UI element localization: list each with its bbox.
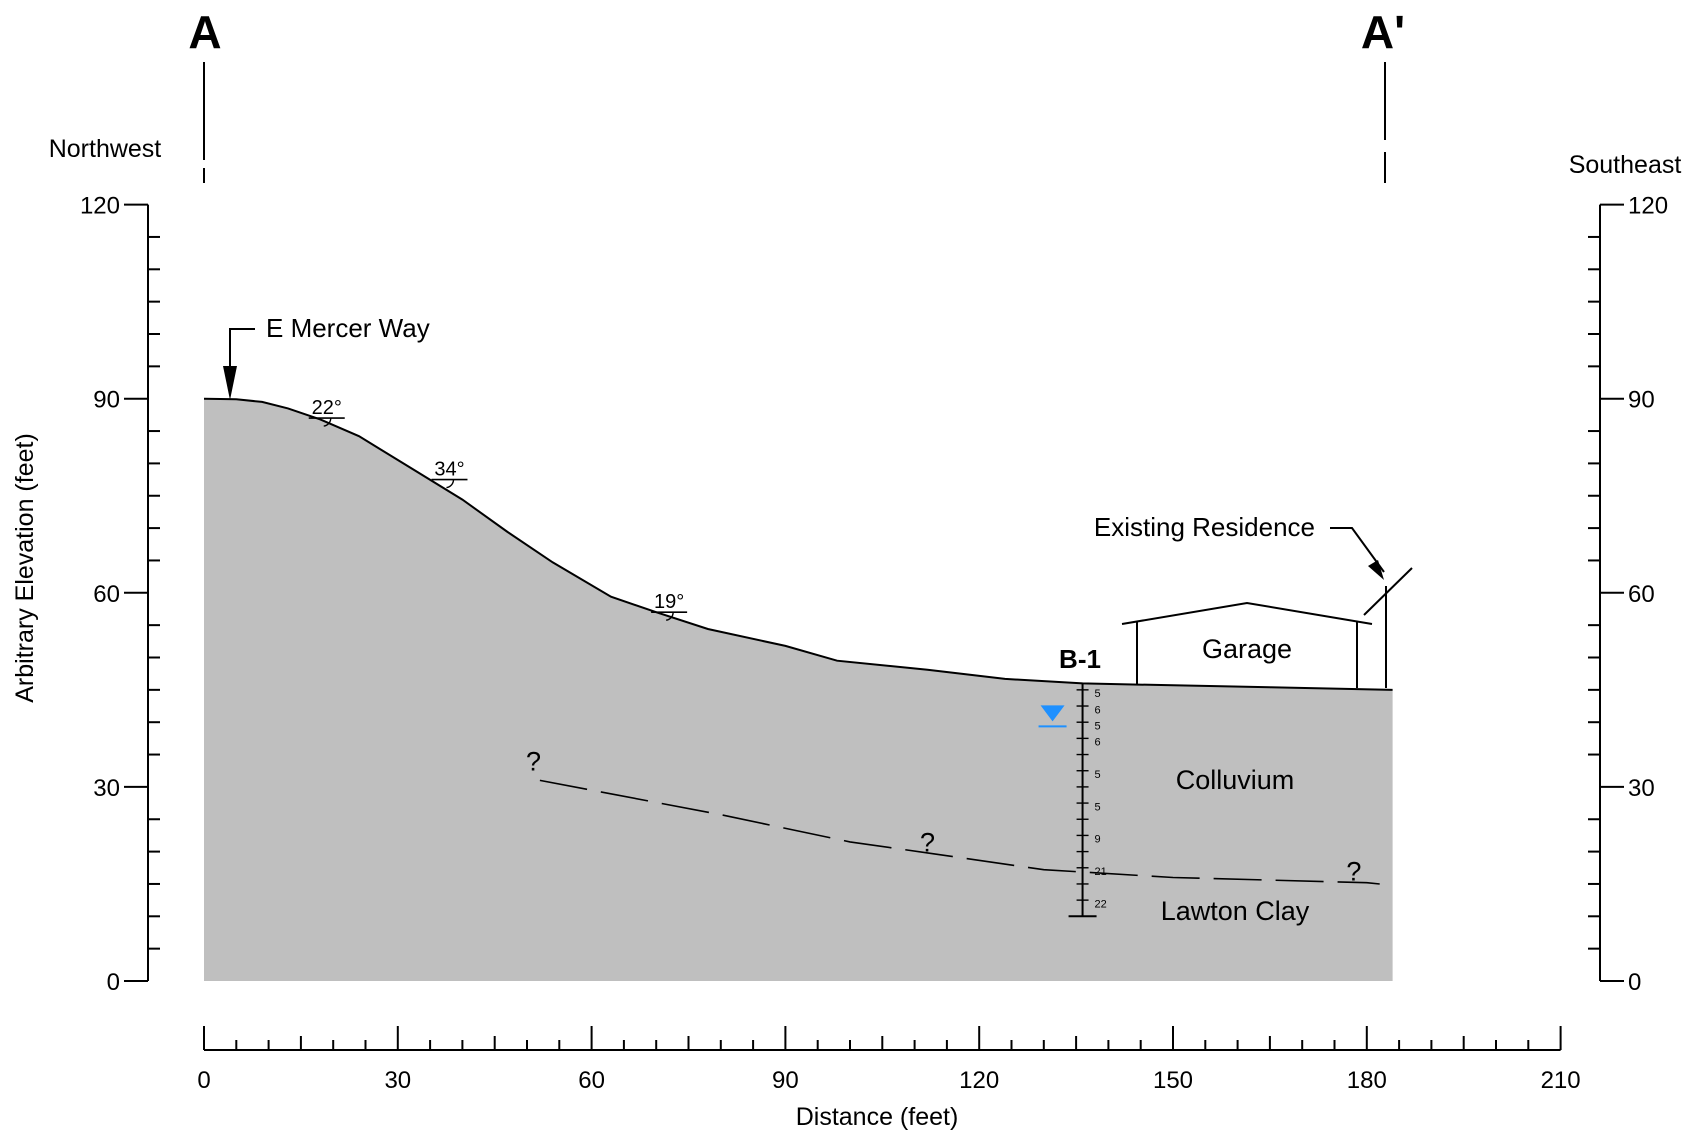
blow-count-label: 6	[1095, 737, 1101, 749]
angle-arc	[446, 479, 455, 489]
y-axis-title: Arbitrary Elevation (feet)	[11, 433, 39, 703]
residence-leader	[1330, 527, 1385, 573]
garage-label: Garage	[1202, 634, 1292, 664]
ground-surface-line	[203, 397, 1393, 691]
angle-arc	[323, 418, 332, 427]
x-tick-label: 0	[197, 1067, 210, 1094]
x-axis-title: Distance (feet)	[796, 1103, 959, 1131]
southeast-label: Southeast	[1569, 151, 1682, 179]
y-tick-label: 90	[1628, 387, 1655, 414]
garage-roof	[1121, 601, 1373, 625]
y-tick-label: 120	[80, 193, 120, 220]
blow-count-label: 5	[1095, 801, 1101, 813]
unit-labels: Colluvium Lawton Clay	[1161, 765, 1310, 926]
lawton-clay-label: Lawton Clay	[1161, 896, 1310, 926]
x-tick-label: 180	[1347, 1067, 1387, 1094]
y-tick-label: 90	[93, 387, 120, 414]
residence-label: Existing Residence	[1094, 512, 1315, 542]
blow-count-label: 5	[1095, 688, 1101, 700]
x-axis-labels: 0 30 60 90 120 150 180 210	[197, 1067, 1580, 1094]
slope-angle-label: 22°	[312, 397, 342, 419]
existing-residence: Existing Residence	[1094, 512, 1413, 688]
uncertain-contact-mark: ?	[920, 828, 935, 858]
blow-count-label: 5	[1095, 720, 1101, 732]
boring-b1: B-1 5 6 5 6 5 5 9 21 22	[1038, 644, 1107, 918]
slope-angle-label: 19°	[654, 591, 684, 613]
contact-line	[539, 779, 1380, 885]
y-tick-label: 120	[1628, 193, 1668, 220]
road-label: E Mercer Way	[266, 313, 430, 343]
residence-roof-line	[1363, 567, 1413, 616]
slope-angle-label: 34°	[434, 459, 464, 481]
residence-arrowhead	[1368, 560, 1384, 580]
y-tick-label: 0	[107, 969, 120, 996]
y-tick-label: 30	[1628, 775, 1655, 802]
x-tick-label: 150	[1153, 1067, 1193, 1094]
e-mercer-way: E Mercer Way	[223, 313, 430, 400]
x-tick-label: 30	[384, 1067, 411, 1094]
blow-count-label: 6	[1095, 704, 1101, 716]
left-elevation-axis	[124, 203, 160, 982]
x-tick-label: 120	[959, 1067, 999, 1094]
colluvium-lawton-contact: ???	[526, 747, 1380, 887]
y-tick-label: 60	[1628, 581, 1655, 608]
blow-count-label: 21	[1095, 866, 1107, 878]
uncertain-contact-mark: ?	[1346, 857, 1361, 887]
angle-arc	[665, 612, 674, 621]
left-axis-labels: 0 30 60 90 120	[80, 193, 120, 996]
y-tick-label: 60	[93, 581, 120, 608]
blow-count-label: 5	[1095, 769, 1101, 781]
section-start-label: A	[188, 6, 221, 58]
colluvium-label: Colluvium	[1176, 765, 1295, 795]
x-tick-label: 90	[772, 1067, 799, 1094]
y-tick-label: 30	[93, 775, 120, 802]
uncertain-contact-mark: ?	[526, 747, 541, 777]
garage-structure: Garage	[1121, 601, 1373, 688]
right-axis-labels: 0 30 60 90 120	[1628, 193, 1668, 996]
road-arrowhead	[223, 366, 237, 400]
y-tick-label: 0	[1628, 969, 1641, 996]
soil-layer	[203, 397, 1393, 981]
x-tick-label: 210	[1541, 1067, 1581, 1094]
distance-axis	[203, 1026, 1562, 1051]
section-end-label: A'	[1361, 6, 1405, 58]
x-tick-label: 60	[578, 1067, 605, 1094]
blow-count-label: 22	[1095, 898, 1107, 910]
blow-count-label: 9	[1095, 834, 1101, 846]
slope-angle-marks: 22° 34° 19°	[308, 397, 688, 621]
soil-body	[204, 398, 1393, 981]
road-leader	[229, 328, 255, 370]
water-level-triangle	[1040, 705, 1065, 722]
right-elevation-axis	[1588, 203, 1624, 982]
boring-id-label: B-1	[1059, 644, 1101, 674]
northwest-label: Northwest	[49, 135, 162, 163]
